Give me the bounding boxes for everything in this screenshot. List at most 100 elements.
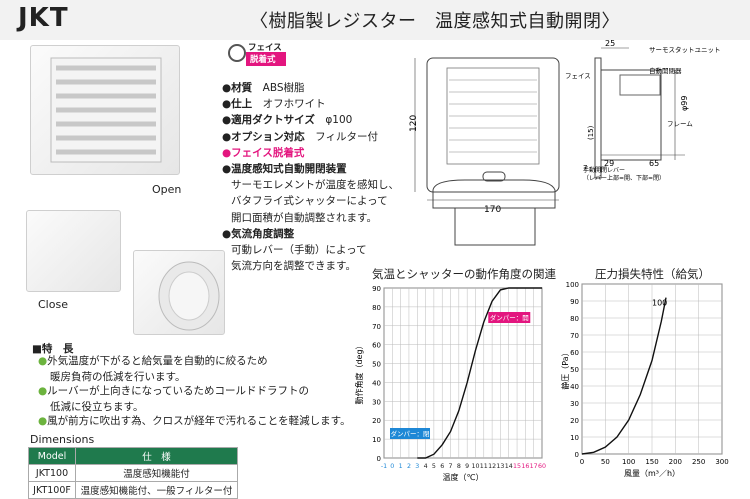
table-cell: 温度感知機能付 [75,464,238,482]
x-tick-label: 150 [645,458,658,466]
features-heading: ■特 長 [32,343,74,355]
x-tick-label: 11 [480,463,488,470]
dim-25: 25 [605,40,615,48]
airflow-line: 可動レバー（手動）によって [231,244,367,257]
spec-duct-size: ●適用ダクトサイズ φ100 [222,114,353,127]
header-bar [0,0,750,40]
dim-7: 7 [583,164,587,172]
x-tick-label: 0 [580,458,584,466]
y-axis-label: 静圧（Pa） [560,348,570,389]
front-view-louvers [449,79,537,153]
x-tick-label: 10 [471,463,479,470]
y-tick-label: 80 [570,315,579,323]
y-tick-label: 30 [372,398,381,406]
spec-material: ●材質 ABS樹脂 [222,82,305,94]
table-cell: JKT100 [27,464,77,482]
x-tick-label: 2 [407,463,411,470]
damper-open-label-box [488,312,531,323]
x-tick-label: 17 [530,463,538,470]
y-tick-label: 40 [372,379,381,387]
y-tick-label: 10 [372,436,381,444]
damper-closed-label: ダンパー：閉 [391,429,430,438]
product-photo-open [30,45,180,175]
thermo-unit-box [619,74,661,96]
x-tick-label: 12 [488,463,496,470]
dim-170: 170 [484,205,501,215]
lever-icon [482,171,506,182]
y-tick-label: 90 [570,298,579,306]
y-tick-label: 10 [570,434,579,442]
technical-drawing: 120 170 25 29 65 φ99 7 (15) サーモスタットユニット … [409,40,721,246]
model-code: JKT [18,3,69,33]
chart2-title: 圧力損失特性（給気） [595,267,710,281]
top-view-duct [454,208,536,246]
y-tick-label: 40 [570,383,579,391]
x-tick-label: 5 [432,463,436,470]
x-tick-label: 15 [513,463,521,470]
y-tick-label: 70 [372,323,381,331]
y-tick-label: 60 [372,342,381,350]
x-tick-label: 6 [440,463,444,470]
front-view-frame [426,57,560,193]
x-tick-label: 0 [390,463,394,470]
table-row: JKT100 温度感知機能付 [27,464,238,482]
dimensions-heading: Dimensions [30,433,95,446]
top-view [432,179,556,209]
auto-device-line: サーモエレメントが温度を感知し、 [231,179,399,192]
lever-label-2: （レバー上部=開、下部=閉） [583,174,665,182]
y-tick-label: 20 [372,417,381,425]
table-cell: 温度感知機能付、一般フィルター付 [75,481,238,499]
x-tick-label: -1 [381,463,387,470]
product-photo-side [133,250,225,335]
x-axis-label: 温度（℃） [443,472,484,482]
x-tick-label: 7 [449,463,453,470]
x-tick-label: 250 [692,458,705,466]
close-label: Close [38,298,68,311]
feature-item: ●ルーバーが上向きになっているためコールドドラフトの 低減に役立ちます。 [38,385,310,413]
dim-29: 29 [604,159,614,168]
badge-line2: 脱着式 [250,55,276,65]
x-tick-label: 13 [496,463,504,470]
x-tick-label: 50 [601,458,610,466]
spec-option: ●オプション対応 フィルター付 [222,130,378,143]
feature-item: ●風が前方に吹出す為、クロスが経年で汚れることを軽減します。 [38,415,351,427]
auto-device-heading: ●温度感知式自動開閉装置 [222,163,347,176]
x-tick-label: 3 [415,463,419,470]
damper-closed-label-box [390,428,430,439]
x-tick-label: 200 [669,458,682,466]
x-tick-label: 9 [465,463,469,470]
feature-bullet-icon: ● [38,385,48,397]
table-header-spec: 仕 様 [75,447,238,465]
x-tick-label: 1 [399,463,403,470]
y-tick-label: 50 [372,361,381,369]
series-line [581,297,667,455]
y-tick-label: 30 [570,400,579,408]
damper-open-label: ダンパー：開 [490,313,529,322]
y-axis-label: 動作角度（deg） [354,341,364,404]
x-tick-label: 14 [505,463,513,470]
auto-device-line: バタフライ式シャッターによって [231,195,388,208]
airflow-heading: ●気流角度調整 [222,227,295,240]
product-photo-close [26,210,121,292]
x-tick-label: 4 [424,463,428,470]
table-cell: JKT100F [27,481,77,499]
x-tick-label: 16 [521,463,529,470]
x-tick-label: 8 [457,463,461,470]
dim-15: (15) [587,125,595,140]
auto-device-line: 開口面積が自動調整されます。 [231,211,377,224]
table-header-model: Model [27,447,77,465]
series-line [417,287,542,459]
y-tick-label: 80 [372,304,381,312]
dim-120: 120 [409,115,419,132]
side-view-face [594,57,602,179]
x-tick-label: 100 [622,458,635,466]
airflow-line: 気流方向を調整できます。 [231,260,356,273]
lever-label-1: 手動開閉レバー [583,166,625,174]
thermo-unit-label: サーモスタットユニット [649,45,721,54]
dimensions-table: Model 仕 様 JKT100 温度感知機能付 JKT100F 温度感知機能付… [27,447,238,499]
feature-item: ●外気温度が下がると給気量を自動的に絞るため 暖房負荷の低減を行います。 [38,355,268,383]
spec-list: ●材質 ABS樹脂 ●仕上 オフホワイト ●適用ダクトサイズ φ100 ●オプシ… [222,80,422,274]
y-tick-label: 0 [575,451,579,459]
